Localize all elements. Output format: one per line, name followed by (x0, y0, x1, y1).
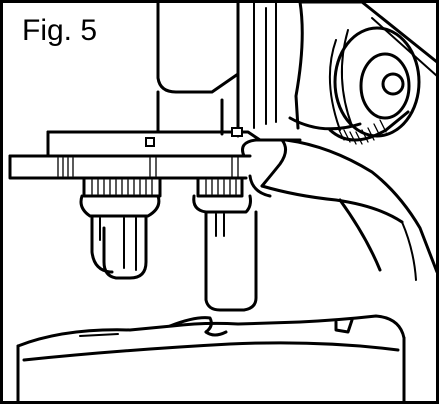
dial-knob (288, 0, 439, 145)
figure-label: Fig. 5 (22, 14, 98, 47)
right-nozzle (192, 176, 258, 312)
base-tray (16, 314, 406, 404)
appliance-housing (156, 0, 277, 138)
hand (241, 138, 439, 281)
left-nozzle (79, 176, 162, 280)
mounting-plate (8, 127, 302, 180)
